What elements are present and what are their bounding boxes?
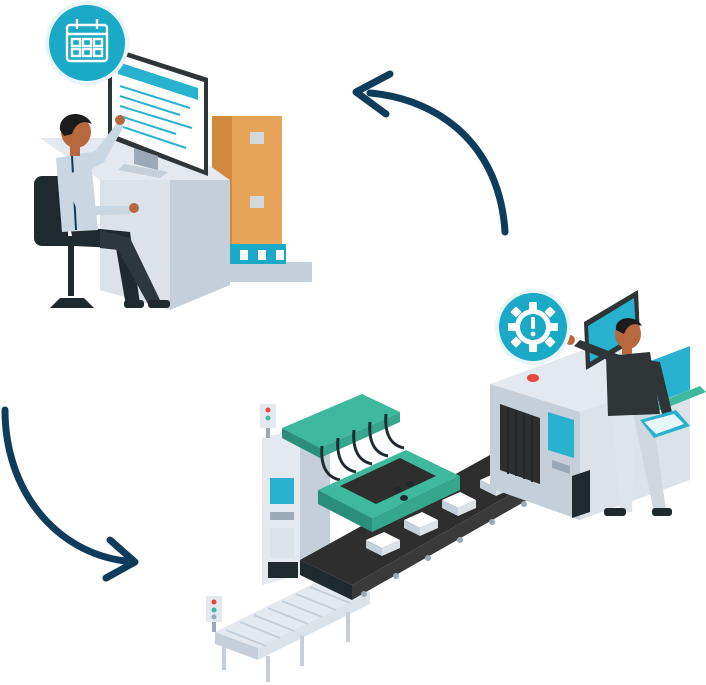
operator-person [565,318,690,516]
cycle-arrow-bottom-head [102,536,139,582]
calendar-badge [45,1,129,85]
alert-gear-icon [508,302,558,352]
planner-person [56,113,170,308]
cycle-arrow-top-shaft [366,89,509,236]
cycle-arrow-bottom-shaft [1,406,129,565]
box-stack [212,116,286,264]
cycle-arrow-top [352,70,509,236]
main-conveyor [300,455,545,600]
alert-badge [495,289,571,365]
cycle-arrow-top-head [352,70,394,118]
planner-scene [34,1,312,310]
monitor [108,46,208,178]
floor-slab [210,262,312,282]
pick-and-place-unit [282,394,460,532]
roller-conveyor [206,578,370,682]
production-line-scene [206,289,706,682]
cycle-arrow-bottom [1,406,139,582]
calendar-icon [65,19,109,63]
